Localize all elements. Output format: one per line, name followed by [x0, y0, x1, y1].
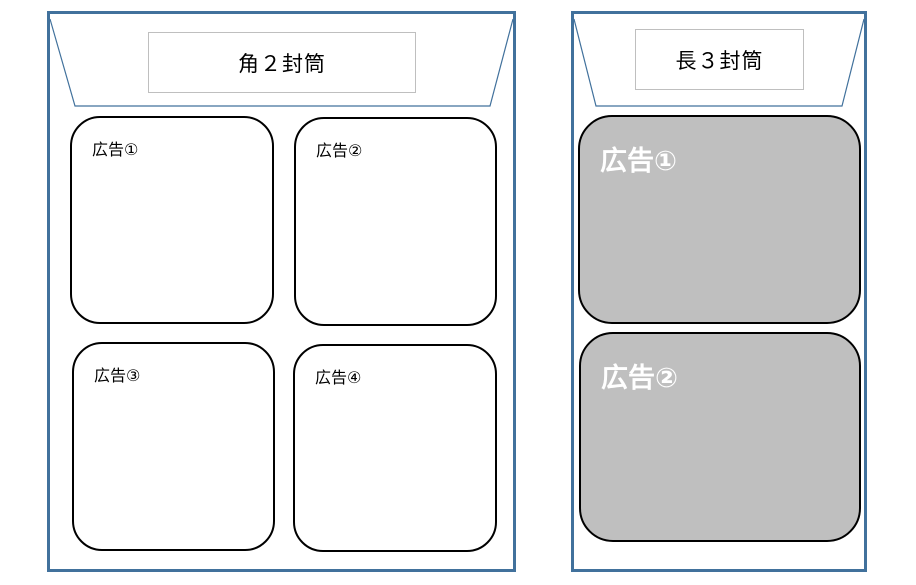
ad-label: 広告① [600, 146, 677, 177]
envelope-title: 角２封筒 [148, 32, 416, 93]
envelope-kaku2: 角２封筒 広告① 広告② 広告③ 広告④ [47, 11, 516, 572]
ad-label: 広告③ [94, 366, 141, 385]
ad-slot-2: 広告② [294, 117, 497, 326]
ad-slot-4: 広告④ [293, 344, 497, 552]
envelope-title: 長３封筒 [635, 29, 804, 90]
envelope-naga3: 長３封筒 広告① 広告② [571, 11, 867, 572]
ad-slot-1: 広告① [578, 115, 861, 324]
envelope-title-text: 角２封筒 [238, 51, 326, 76]
ad-label: 広告② [316, 141, 363, 160]
envelope-title-text: 長３封筒 [675, 48, 764, 73]
ad-label: 広告② [601, 363, 678, 394]
ad-label: 広告④ [315, 368, 362, 387]
ad-slot-2: 広告② [579, 332, 861, 542]
envelope-flap [574, 18, 864, 107]
ad-slot-1: 広告① [70, 116, 274, 324]
envelope-flap [50, 18, 513, 107]
ad-slot-3: 広告③ [72, 342, 275, 551]
ad-label: 広告① [92, 140, 139, 159]
